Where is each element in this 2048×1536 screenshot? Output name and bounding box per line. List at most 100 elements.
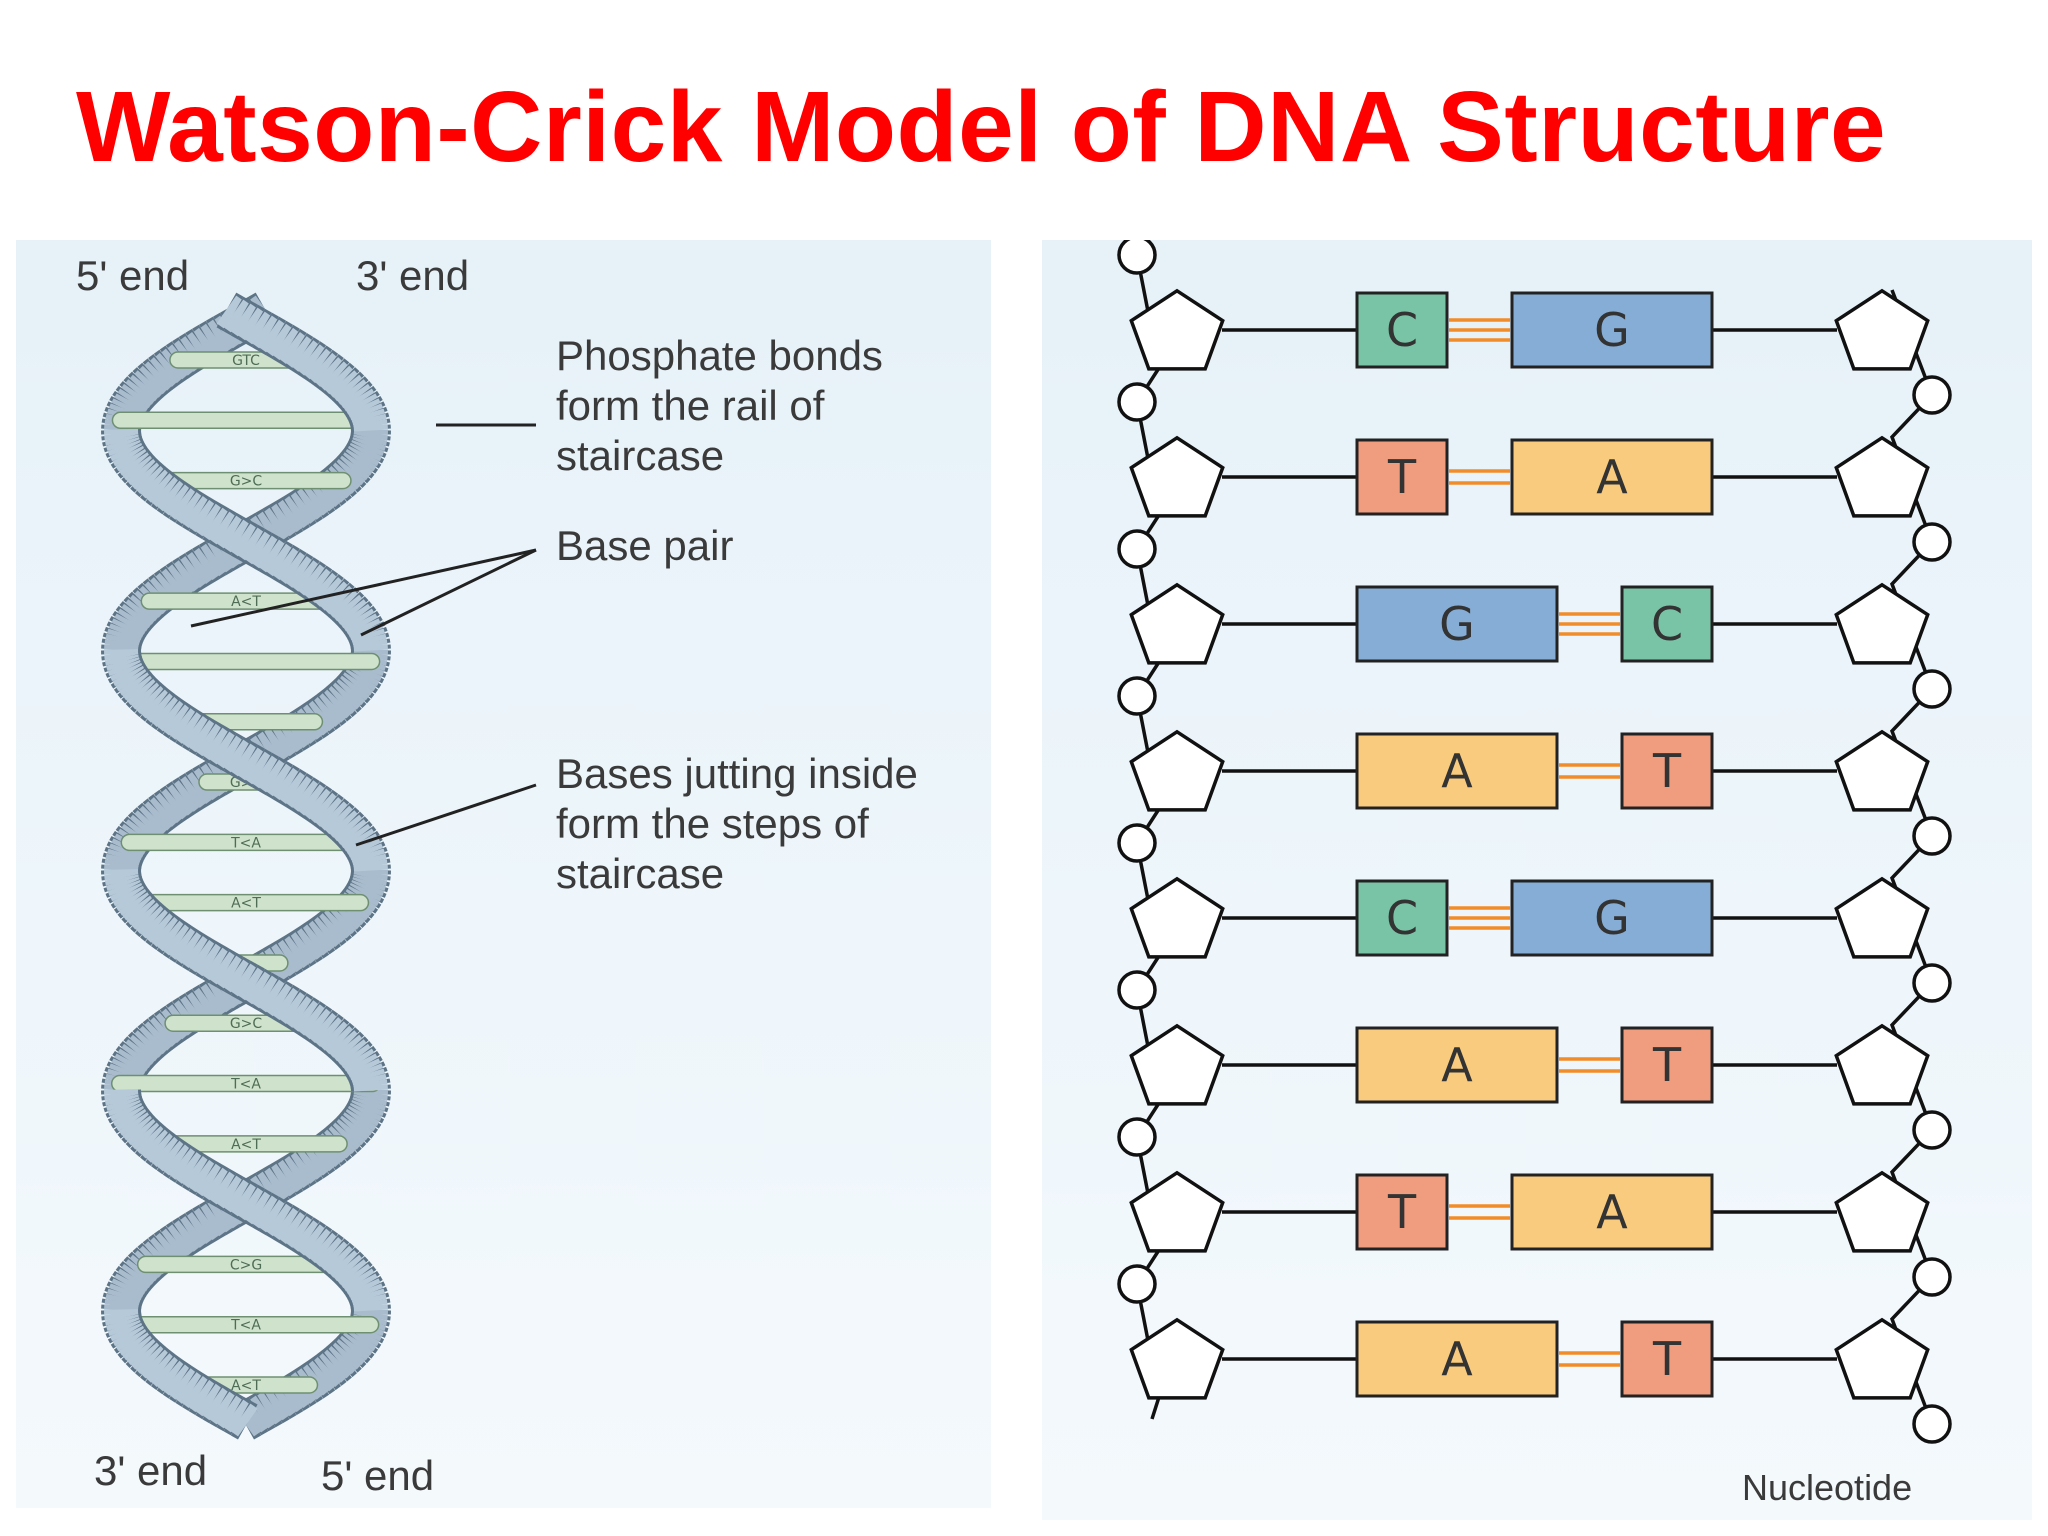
helix-strand-segment	[259, 539, 286, 573]
base-letter-left: A	[1441, 744, 1473, 798]
helix-strand-segment	[339, 823, 372, 849]
double-helix-diagram: GTCG>CT<AA<TG>CT<AA<TG>CT<AA<TC>GT<AA<T …	[76, 252, 918, 1499]
rung-label: GTC	[232, 353, 260, 369]
helix-strand-segment	[157, 480, 186, 512]
helix-strand-segment	[199, 983, 226, 1017]
helix-strand-segment	[332, 1034, 364, 1062]
base-letter-left: T	[1387, 1185, 1417, 1239]
phosphate-circle	[1912, 669, 1952, 709]
helix-strand-segment	[185, 1211, 213, 1245]
helix-strand-segment	[306, 480, 335, 512]
base-letter-left: C	[1386, 303, 1418, 357]
helix-strand-segment	[339, 1043, 372, 1069]
helix-strand-segment	[154, 572, 183, 604]
helix-strand-segment	[192, 547, 220, 581]
helix-strand-segment	[276, 1379, 304, 1413]
helix-strand-segment	[322, 689, 352, 719]
helix-strand-segment	[324, 1025, 354, 1055]
helix-strand-segment	[126, 1338, 158, 1366]
helix-strand-segment	[120, 383, 153, 409]
helix-strand-segment	[304, 568, 332, 600]
helix-strand-segment	[140, 469, 170, 499]
helix-strand-segment	[285, 336, 314, 368]
helix-strand-segment	[216, 295, 244, 329]
helix-strand-segment	[332, 374, 364, 402]
helix-strand-segment	[301, 484, 329, 516]
helix-strand-segment	[336, 599, 368, 625]
helix-strand-segment	[230, 963, 258, 997]
rung-label: G>C	[230, 474, 263, 490]
helix-strand-segment	[276, 499, 304, 533]
helix-strand-segment	[279, 771, 307, 805]
helix-strand-segment	[145, 693, 175, 723]
base-letter-left: T	[1387, 450, 1417, 504]
rung-label: A<T	[231, 1378, 261, 1394]
deoxyribose-sugar	[1834, 1317, 1930, 1400]
helix-strand-segment	[295, 488, 323, 520]
base-pair-rung	[111, 411, 381, 430]
helix-strand-segment	[148, 357, 178, 387]
helix-strand-segment	[344, 1329, 377, 1351]
helix-strand-segment	[272, 767, 300, 801]
phosphate-circle	[1912, 522, 1952, 562]
rung-label: G>C	[230, 1016, 263, 1032]
helix-strand-segment	[223, 299, 251, 333]
helix-strand-segment	[272, 1207, 300, 1241]
helix-strand-segment	[344, 669, 377, 691]
helix-strand-segment	[115, 1329, 148, 1351]
helix-strand-segment	[345, 393, 379, 415]
helix-strand-segment	[230, 1183, 258, 1217]
base-letter-right: A	[1596, 1185, 1628, 1239]
helix-strand-segment	[312, 1356, 341, 1388]
helix-strand-segment	[342, 608, 375, 632]
helix-strand-segment	[178, 996, 207, 1028]
helix-strand-segment	[326, 905, 357, 935]
helix-strand-segment	[238, 747, 265, 781]
helix-strand-segment	[328, 370, 359, 398]
helix-strand-segment	[332, 814, 364, 842]
bottom-left-end-label: 3' end	[94, 1447, 207, 1494]
phosphate-circle	[1117, 970, 1157, 1010]
deoxyribose-sugar	[1834, 288, 1930, 371]
base-block-left	[1355, 1320, 1559, 1398]
helix-strand-segment	[209, 951, 237, 985]
helix-strand-segment	[216, 1175, 244, 1209]
helix-strand-segment	[312, 696, 341, 728]
top-right-end-label: 3' end	[356, 252, 469, 299]
helix-strand-segment	[319, 1241, 349, 1271]
helix-strand-segment	[117, 388, 150, 412]
helix-strand-segment	[166, 564, 194, 596]
base-letter-left: C	[1386, 891, 1418, 945]
helix-strand-segment	[272, 987, 300, 1021]
helix-strand-segment	[192, 1207, 220, 1241]
helix-strand-segment	[255, 1391, 283, 1425]
helix-strand-segment	[143, 1021, 173, 1051]
helix-strand-segment	[279, 991, 307, 1025]
helix-strand-segment	[160, 788, 188, 820]
helix-strand-segment	[262, 507, 290, 541]
helix-strand-segment	[266, 983, 293, 1017]
helix-strand-segment	[332, 1254, 364, 1282]
helix-strand-segment	[346, 1325, 380, 1347]
deoxyribose-sugar	[1129, 288, 1225, 371]
helix-strand-segment	[312, 916, 341, 948]
helix-strand-segment	[245, 751, 272, 785]
helix-strand-segment	[289, 492, 317, 524]
helix-strand-segment	[163, 1364, 191, 1396]
helix-strand-segment	[259, 979, 286, 1013]
base-letter-right: G	[1594, 303, 1630, 357]
helix-strand-segment	[169, 928, 197, 960]
phosphate-circle	[1912, 816, 1952, 856]
base-block-right	[1620, 732, 1714, 810]
helix-strand-segment	[348, 662, 383, 682]
base-pair-rung	[111, 652, 381, 671]
helix-strand-segment	[328, 810, 359, 838]
helix-strand-segment	[269, 503, 297, 537]
bottom-right-end-label: 5' end	[321, 1452, 434, 1499]
helix-strand-segment	[330, 1342, 362, 1370]
helix-strand-segment	[295, 1148, 323, 1180]
helix-strand-segment	[154, 1232, 183, 1264]
base-pair-callout-line-1	[190, 548, 537, 628]
helix-strand-segment	[202, 947, 230, 981]
